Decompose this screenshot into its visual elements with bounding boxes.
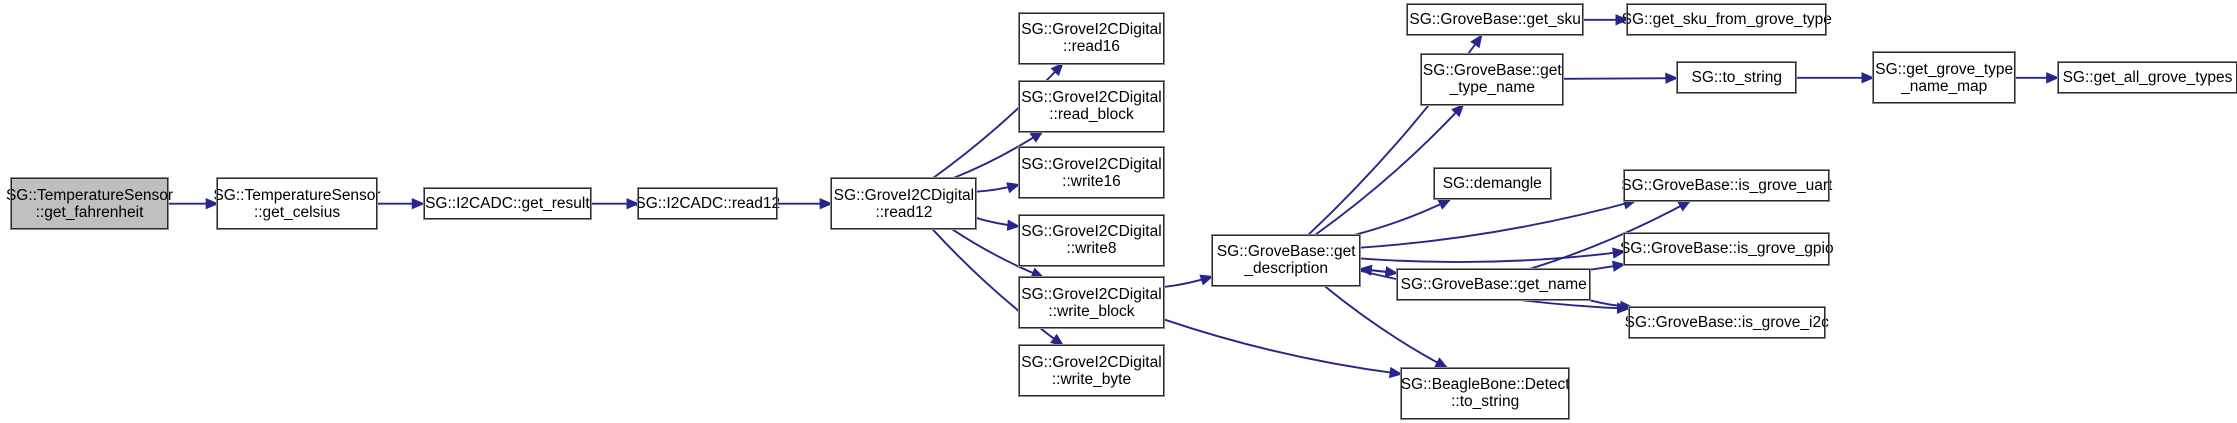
graph-node-get_type_name_map[interactable]: SG::get_grove_type _name_map <box>1872 51 2017 105</box>
graph-node-demangle[interactable]: SG::demangle <box>1433 167 1552 201</box>
graph-node-write_byte[interactable]: SG::GroveI2CDigital ::write_byte <box>1018 344 1165 398</box>
graph-node-get_sku[interactable]: SG::GroveBase::get_sku <box>1405 3 1585 37</box>
graph-node-write16[interactable]: SG::GroveI2CDigital ::write16 <box>1018 146 1165 200</box>
graph-edge-get_description-to-is_grove_uart <box>1360 198 1637 249</box>
graph-edge-write_block-to-beaglebone_to_string <box>1163 318 1403 379</box>
graph-node-get_type_name[interactable]: SG::GroveBase::get _type_name <box>1420 52 1565 106</box>
graph-edge-get_name-to-is_grove_gpio <box>1590 260 1626 272</box>
graph-node-get_fahrenheit[interactable]: SG::TemperatureSensor ::get_fahrenheit <box>6 177 173 231</box>
graph-node-is_grove_uart[interactable]: SG::GroveBase::is_grove_uart <box>1621 168 1832 202</box>
graph-node-get_name[interactable]: SG::GroveBase::get_name <box>1396 267 1592 301</box>
graph-edge-get_type_name-to-to_string <box>1563 72 1679 84</box>
graph-edge-read12_digital-to-write16 <box>976 182 1021 194</box>
graph-edge-get_name-to-get_description <box>1358 264 1398 276</box>
graph-edge-read12_digital-to-write8 <box>976 217 1021 231</box>
graph-node-get_description[interactable]: SG::GroveBase::get _description <box>1211 233 1362 287</box>
graph-edge-get_description-to-demangle <box>1354 198 1452 236</box>
graph-edge-get_description-to-get_name <box>1360 266 1399 278</box>
graph-node-is_grove_gpio[interactable]: SG::GroveBase::is_grove_gpio <box>1620 232 1834 266</box>
graph-node-write8[interactable]: SG::GroveI2CDigital ::write8 <box>1018 214 1165 267</box>
graph-node-is_grove_i2c[interactable]: SG::GroveBase::is_grove_i2c <box>1625 305 1829 340</box>
graph-node-to_string[interactable]: SG::to_string <box>1676 61 1798 95</box>
graph-node-get_result[interactable]: SG::I2CADC::get_result <box>422 187 593 221</box>
graph-node-get_all_grove_types[interactable]: SG::get_all_grove_types <box>2056 61 2237 95</box>
graph-node-read12_adc[interactable]: SG::I2CADC::read12 <box>635 187 780 221</box>
graph-node-write_block[interactable]: SG::GroveI2CDigital ::write_block <box>1018 276 1165 330</box>
graph-edge-write_block-to-get_description <box>1163 274 1214 288</box>
graph-node-get_celsius[interactable]: SG::TemperatureSensor ::get_celsius <box>213 177 381 231</box>
graph-node-read12_digital[interactable]: SG::GroveI2CDigital ::read12 <box>830 177 978 231</box>
graph-edge-get_name-to-is_grove_i2c <box>1588 299 1634 312</box>
graph-node-read16[interactable]: SG::GroveI2CDigital ::read16 <box>1018 11 1165 65</box>
graph-node-beaglebone_to_string[interactable]: SG::BeagleBone::Detect ::to_string <box>1400 366 1571 420</box>
graph-edge-get_description-to-is_grove_gpio <box>1360 247 1626 263</box>
graph-node-get_sku_from_type[interactable]: SG::get_sku_from_grove_type <box>1622 3 1832 37</box>
graph-node-read_block[interactable]: SG::GroveI2CDigital ::read_block <box>1018 79 1165 133</box>
